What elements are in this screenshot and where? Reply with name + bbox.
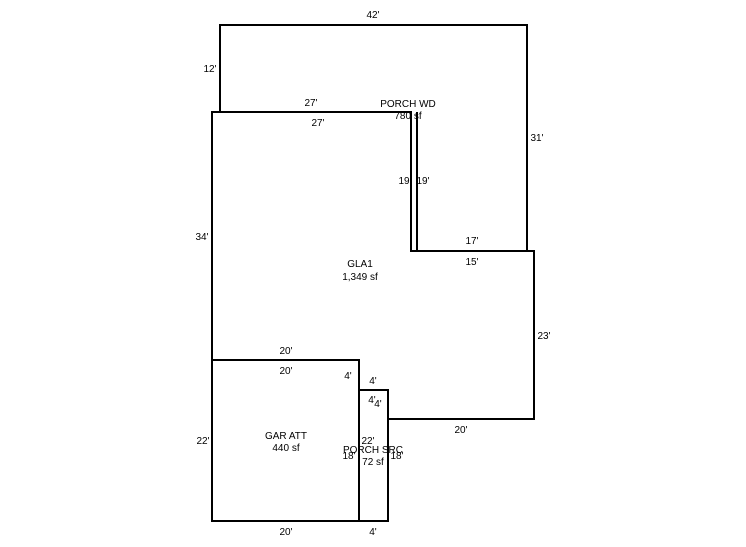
gar-att-label: GAR ATT <box>265 431 307 442</box>
dim-porch-wd-left: 12' <box>203 64 216 75</box>
dim-porch-wd-bottom-outer: 27' <box>304 98 317 109</box>
dim-porch-wd-right: 31' <box>530 133 543 144</box>
dim-porch-wd-inner-right: 19' <box>416 176 429 187</box>
dim-gar-top: 20' <box>279 366 292 377</box>
dim-gar-left: 22' <box>196 436 209 447</box>
dim-gla-gar-edge: 20' <box>279 346 292 357</box>
dim-porch-wd-inner-left: 19' <box>398 176 411 187</box>
dim-gar-bottom: 20' <box>279 527 292 538</box>
porch-wd-label: PORCH WD <box>380 99 436 110</box>
dim-gar-right: 18' <box>342 451 355 462</box>
gla1-area: 1,349 sf <box>342 272 378 283</box>
gla1-label: GLA1 <box>347 259 373 270</box>
dim-gla-bottom: 20' <box>454 425 467 436</box>
dim-porch-wd-top: 42' <box>366 10 379 21</box>
dim-gla-src-top: 4' <box>369 376 377 387</box>
dim-src-right: 18' <box>390 451 403 462</box>
porch-src-outline <box>358 389 389 522</box>
dim-src-top: 4' <box>368 395 376 406</box>
gar-att-area: 440 sf <box>272 443 299 454</box>
porch-wd-area: 780 sf <box>394 111 421 122</box>
dim-src-left: 22' <box>361 436 374 447</box>
dim-gla-src-left: 4' <box>344 371 352 382</box>
dim-gla-right: 23' <box>537 331 550 342</box>
porch-src-area: 72 sf <box>362 457 384 468</box>
dim-porch-wd-bottom-right: 17' <box>465 236 478 247</box>
porch-src-label: PORCH SRC <box>343 445 403 456</box>
dim-gla-step: 15' <box>465 257 478 268</box>
dim-gla-top: 27' <box>311 118 324 129</box>
dim-gla-left: 34' <box>195 232 208 243</box>
porch-wd-outline <box>219 24 528 252</box>
gla1-outline <box>211 111 535 420</box>
dim-src-top-inner: 4' <box>374 399 382 410</box>
dim-src-bottom: 4' <box>369 527 377 538</box>
